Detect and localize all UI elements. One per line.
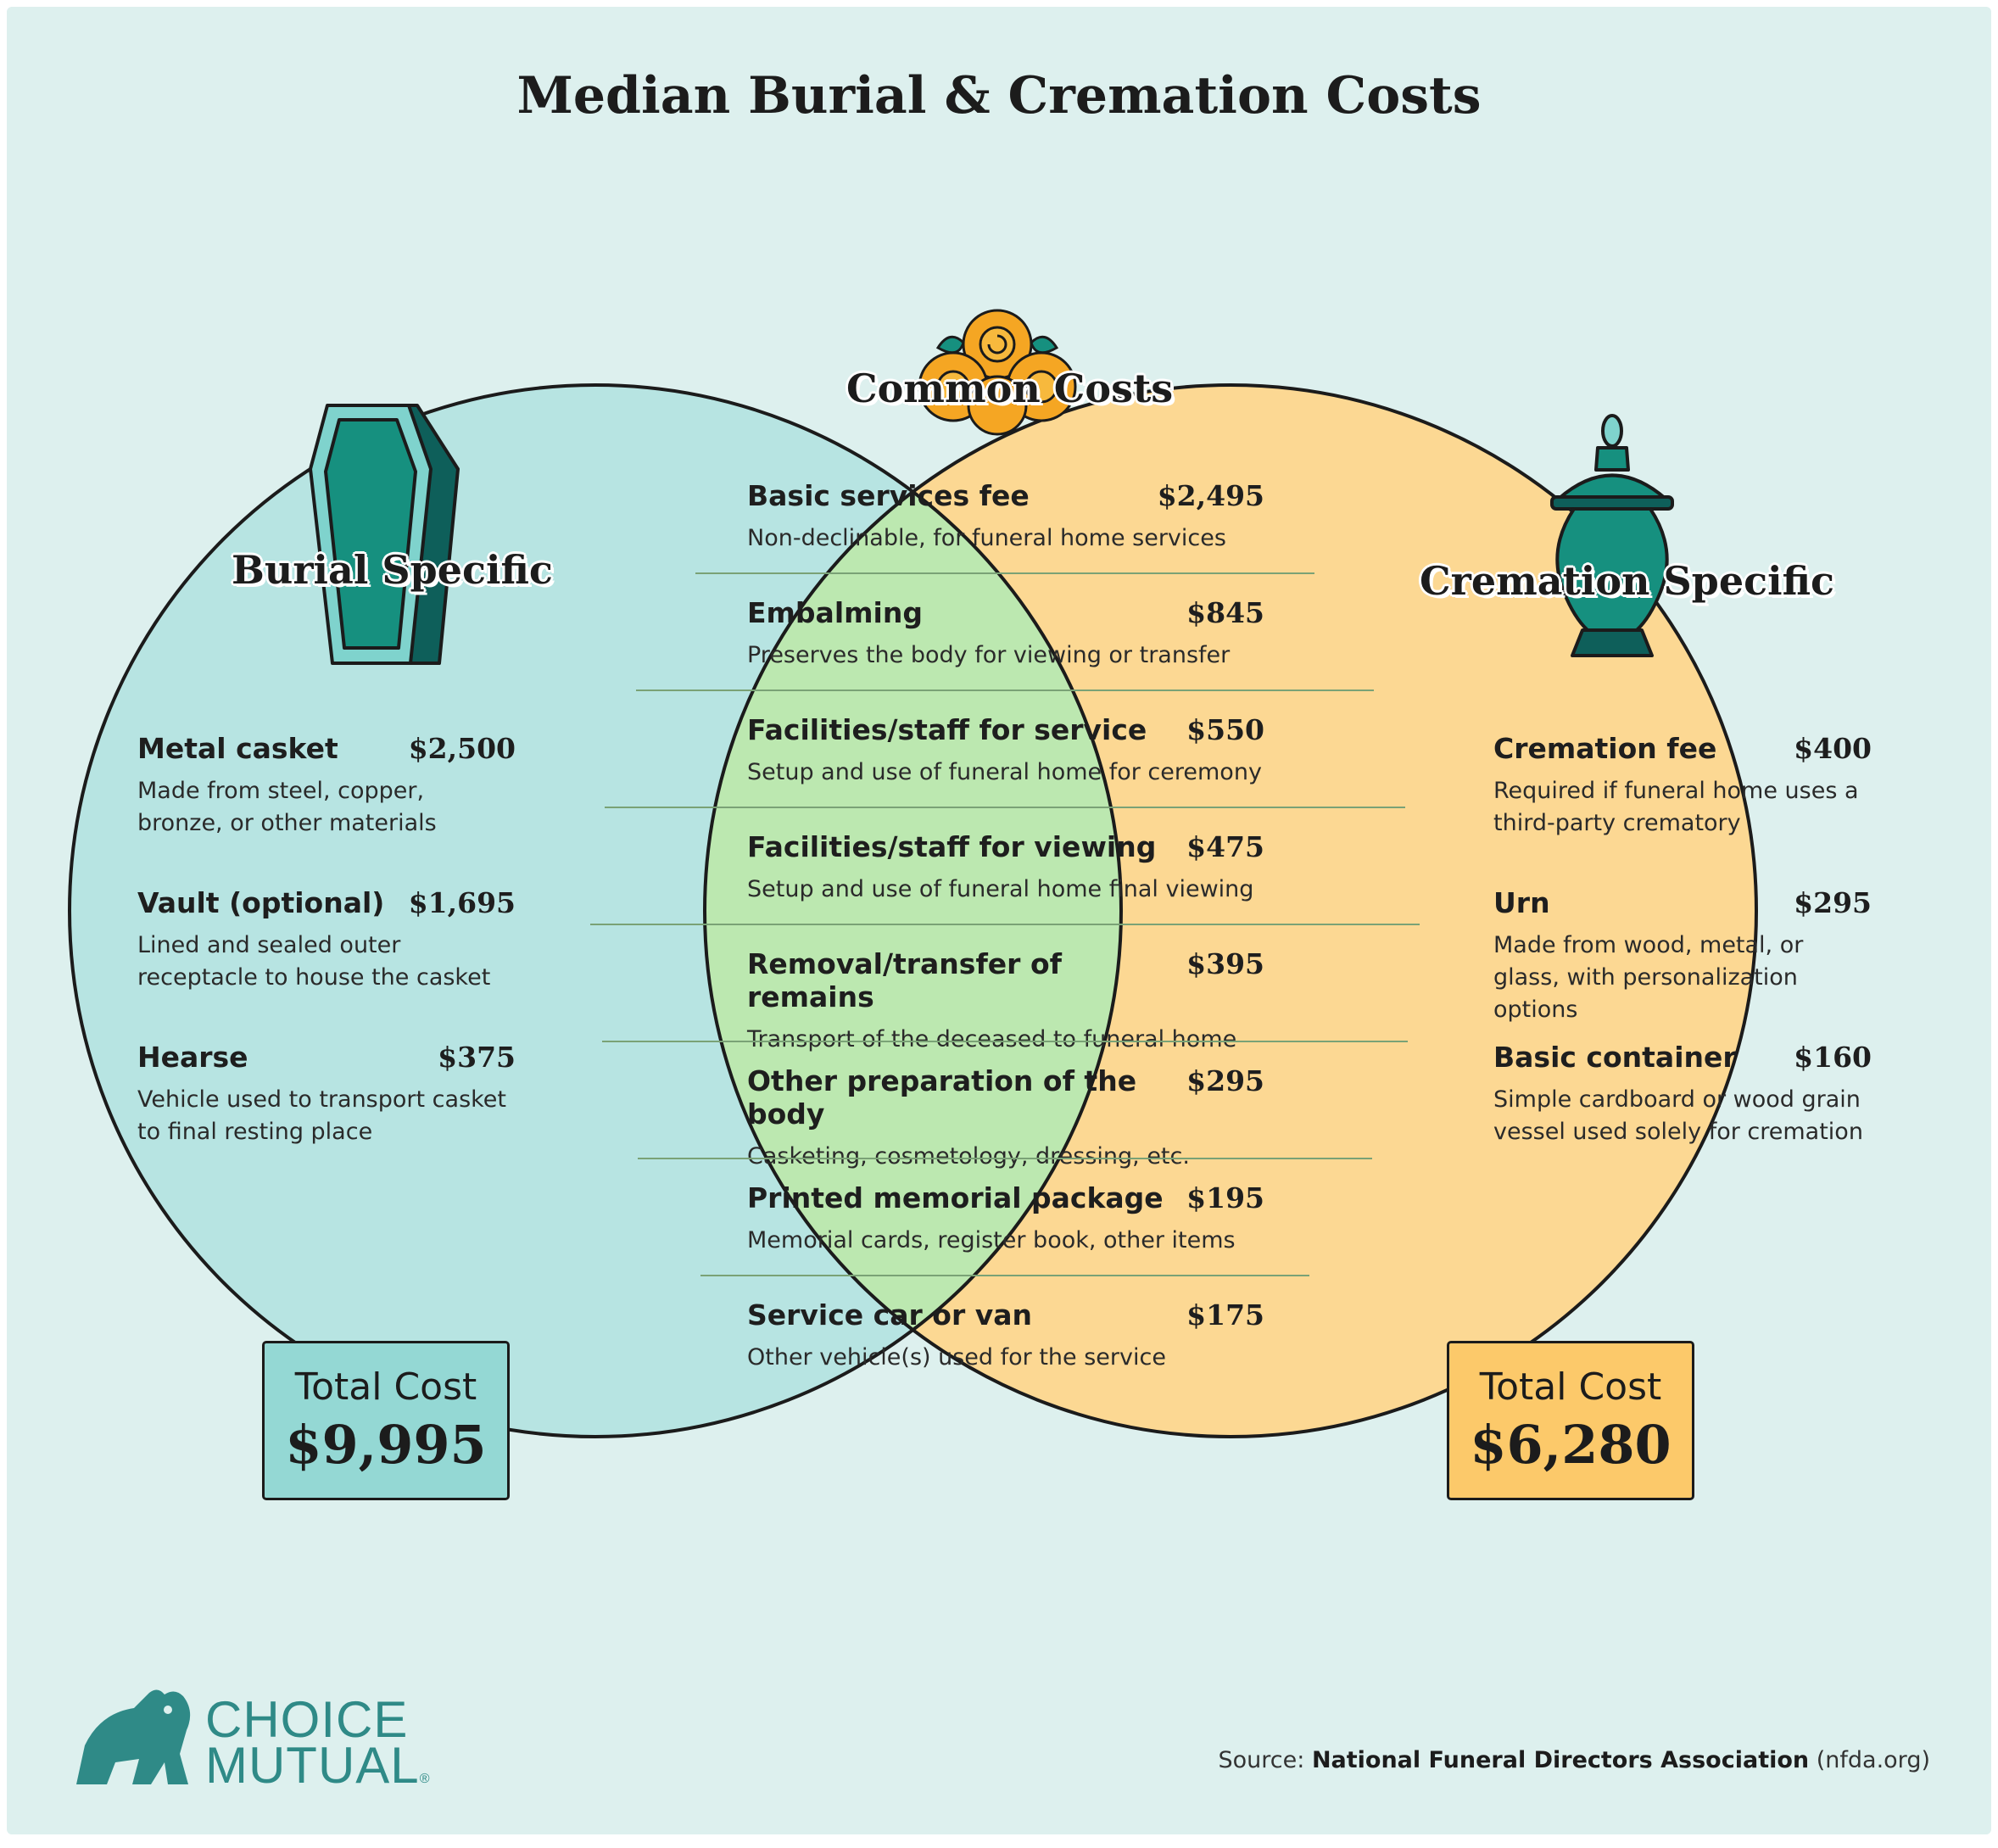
item-desc: Vehicle used to transport casket to fina… <box>137 1086 507 1145</box>
common-item: Facilities/staff for viewing $475 Setup a… <box>747 830 1264 906</box>
item-cost: $475 <box>1186 830 1264 863</box>
item-desc: Made from steel, copper, bronze, or othe… <box>137 778 437 836</box>
item-cost: $2,495 <box>1157 479 1264 512</box>
common-item: Service car or van $175 Other vehicle(s) … <box>747 1298 1264 1374</box>
item-desc: Other vehicle(s) used for the service <box>747 1344 1166 1371</box>
item-cost: $1,695 <box>408 886 516 919</box>
item-name: Hearse <box>137 1041 248 1074</box>
item-name: Service car or van <box>747 1298 1032 1332</box>
page-title: Median Burial & Cremation Costs <box>516 66 1482 126</box>
total-value: $9,995 <box>285 1414 487 1476</box>
item-name: Cremation fee <box>1493 732 1717 765</box>
item-cost: $295 <box>1186 1064 1264 1097</box>
item-name: Facilities/staff for viewing <box>747 830 1157 863</box>
common-overlap <box>705 385 1121 1437</box>
infographic: Median Burial & Cremation Costs Burial S… <box>7 7 1991 1834</box>
item-name: Metal casket <box>137 732 338 765</box>
item-desc: Setup and use of funeral home for ceremo… <box>747 759 1262 785</box>
item-cost: $160 <box>1794 1041 1872 1074</box>
common-item: Basic services fee $2,495 Non-declinable,… <box>747 479 1264 555</box>
item-cost: $400 <box>1794 732 1872 765</box>
source-prefix: Source: <box>1218 1747 1305 1773</box>
cremation-item: Cremation fee $400 Required if funeral ho… <box>1493 732 1872 840</box>
item-cost: $195 <box>1186 1181 1264 1214</box>
divider <box>700 1275 1309 1276</box>
source-org: National Funeral Directors Association <box>1311 1747 1810 1773</box>
item-desc: Preserves the body for viewing or transf… <box>747 642 1231 668</box>
item-name: Basic services fee <box>747 479 1030 512</box>
source-note: Source: National Funeral Directors Assoc… <box>1219 1747 1931 1773</box>
burial-heading: Burial Specific <box>232 547 553 593</box>
item-name: Removal/transfer of remains <box>747 947 1062 1013</box>
common-item: Other preparation of the body $295 Casket… <box>747 1064 1264 1173</box>
item-desc: Casketing, cosmetology, dressing, etc. <box>747 1143 1190 1170</box>
burial-item: Metal casket $2,500 Made from steel, copp… <box>137 732 516 840</box>
logo-line-1: CHOICE <box>205 1691 409 1748</box>
divider <box>602 1041 1408 1042</box>
brand-logo: CHOICE MUTUAL® <box>205 1691 431 1802</box>
source-suffix: (nfda.org) <box>1816 1747 1930 1773</box>
item-desc: Made from wood, metal, or glass, with pe… <box>1493 932 1804 1023</box>
urn-icon <box>1550 414 1674 657</box>
total-label: Total Cost <box>1479 1365 1662 1409</box>
item-cost: $2,500 <box>408 732 516 765</box>
item-name: Printed memorial package <box>747 1181 1164 1214</box>
item-cost: $395 <box>1186 947 1264 980</box>
cremation-item: Urn $295 Made from wood, metal, or glass,… <box>1493 886 1872 1026</box>
item-desc: Transport of the deceased to funeral hom… <box>747 1026 1237 1052</box>
burial-item: Hearse $375 Vehicle used to transport cas… <box>137 1041 516 1148</box>
item-desc: Setup and use of funeral home final view… <box>747 876 1254 902</box>
item-name: Vault (optional) <box>137 886 385 919</box>
item-cost: $375 <box>438 1041 516 1074</box>
common-heading: Common Costs <box>846 366 1174 411</box>
logo-line-2: MUTUAL <box>205 1737 420 1794</box>
venn-diagram <box>68 309 1758 1784</box>
item-desc: Lined and sealed outer receptacle to hou… <box>137 932 491 991</box>
flower-bouquet-icon <box>918 309 1077 436</box>
registered-mark: ® <box>419 1772 431 1786</box>
divider <box>590 924 1420 925</box>
item-desc: Simple cardboard or wood grain vessel us… <box>1493 1086 1863 1145</box>
item-desc: Memorial cards, register book, other ite… <box>747 1227 1236 1253</box>
common-item: Printed memorial package $195 Memorial ca… <box>747 1181 1264 1257</box>
item-name: Other preparation of the body <box>747 1064 1137 1131</box>
common-item: Embalming $845 Preserves the body for vie… <box>747 596 1264 672</box>
coffin-icon <box>309 404 460 665</box>
burial-item: Vault (optional) $1,695 Lined and sealed … <box>137 886 516 994</box>
item-name: Basic container <box>1493 1041 1737 1074</box>
burial-total-box: Total Cost $9,995 <box>262 1341 510 1500</box>
item-desc: Non-declinable, for funeral home service… <box>747 525 1226 551</box>
item-name: Facilities/staff for service <box>747 713 1147 746</box>
cremation-total-box: Total Cost $6,280 <box>1447 1341 1694 1500</box>
total-label: Total Cost <box>294 1365 477 1409</box>
item-cost: $175 <box>1186 1298 1264 1332</box>
divider <box>638 1158 1372 1159</box>
total-value: $6,280 <box>1470 1414 1672 1476</box>
item-name: Embalming <box>747 596 923 629</box>
bear-logo-icon <box>76 1689 191 1784</box>
divider <box>636 690 1374 691</box>
cremation-heading: Cremation Specific <box>1420 558 1835 604</box>
divider <box>605 807 1405 808</box>
item-desc: Required if funeral home uses a third-pa… <box>1493 778 1859 836</box>
common-item: Facilities/staff for service $550 Setup a… <box>747 713 1264 789</box>
cremation-item: Basic container $160 Simple cardboard or … <box>1493 1041 1872 1148</box>
item-name: Urn <box>1493 886 1550 919</box>
item-cost: $550 <box>1186 713 1264 746</box>
item-cost: $845 <box>1186 596 1264 629</box>
item-cost: $295 <box>1794 886 1872 919</box>
divider <box>695 572 1314 574</box>
common-item: Removal/transfer of remains $395 Transpor… <box>747 947 1264 1056</box>
